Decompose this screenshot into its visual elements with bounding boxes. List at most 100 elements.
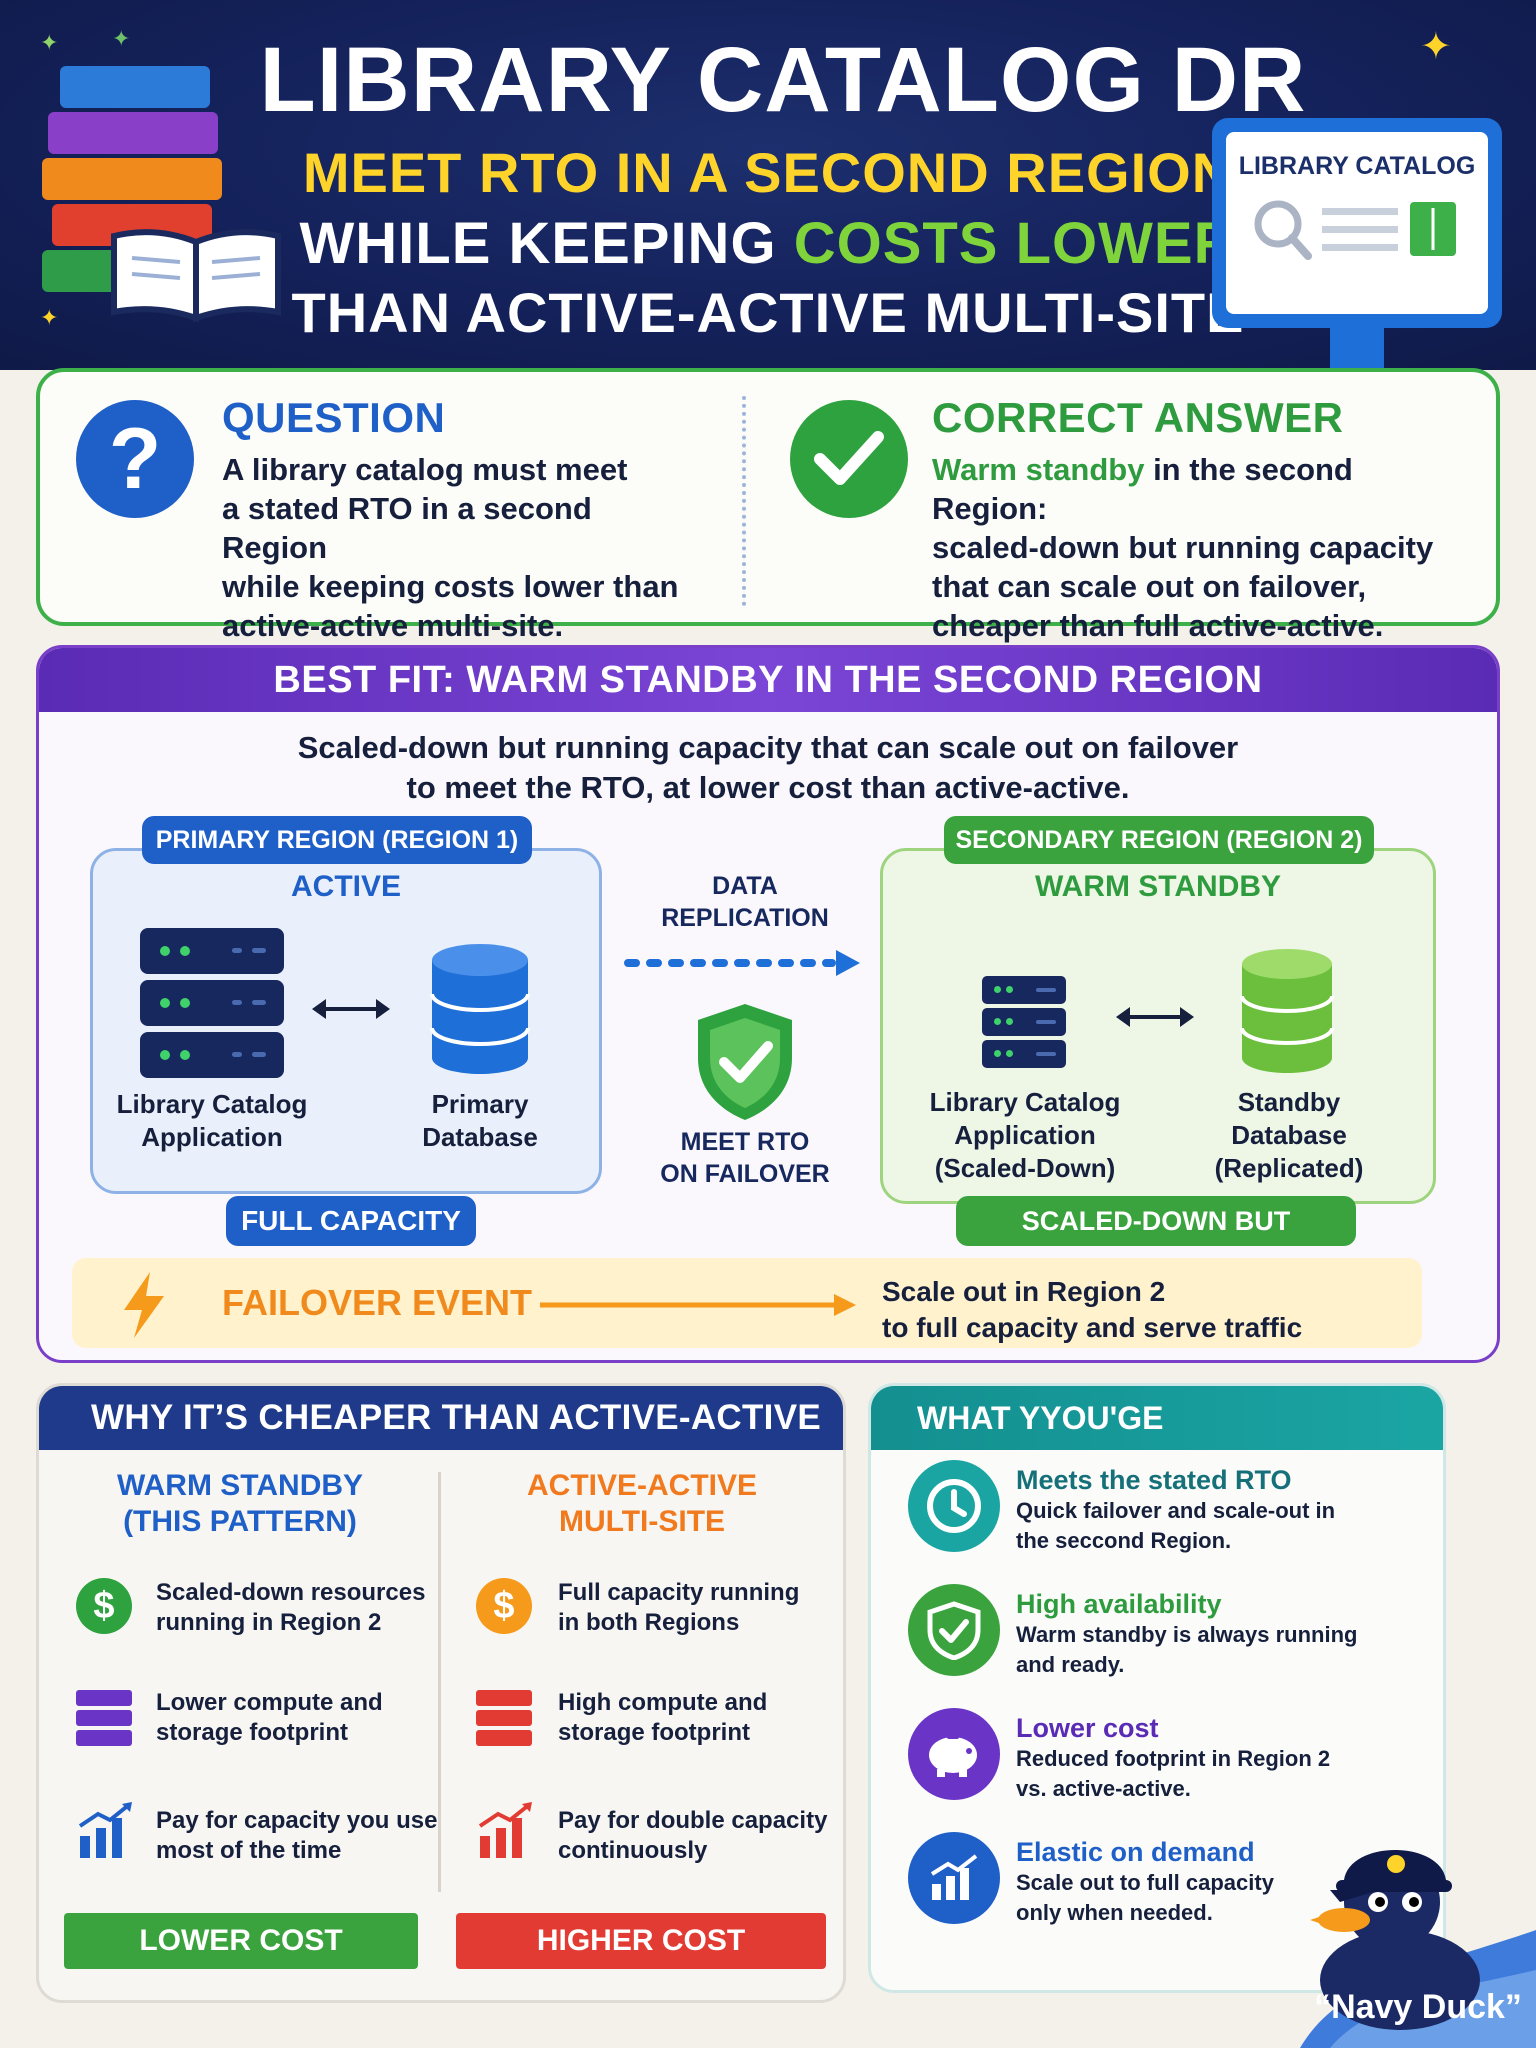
benefit-title: Elastic on demand	[1016, 1837, 1255, 1867]
sparkle-icon: ✦	[40, 30, 59, 55]
replication-line: REPLICATION	[661, 904, 829, 932]
active-item-line: Full capacity running	[558, 1579, 800, 1606]
standby-db-label-line: Database	[1231, 1120, 1347, 1150]
column-divider	[438, 1472, 441, 1892]
database-icon	[430, 944, 530, 1074]
warm-item: Pay for capacity you use most of the tim…	[156, 1806, 437, 1866]
server-icon	[76, 1690, 132, 1746]
replication-line: DATA	[712, 872, 778, 900]
db-label: Primary Database	[390, 1088, 570, 1154]
active-item: Full capacity running in both Regions	[558, 1578, 799, 1638]
sparkle-icon: ✦	[40, 305, 59, 330]
piggy-bank-icon	[908, 1708, 1000, 1800]
question-icon: ?	[76, 400, 194, 518]
book-stack-icon	[42, 66, 281, 323]
active-item-line: continuously	[558, 1837, 708, 1864]
scaled-app-label: Library Catalog Application (Scaled-Down…	[920, 1086, 1130, 1185]
app-label-line: Application	[141, 1122, 283, 1152]
scaled-app-label-line: Application	[954, 1120, 1096, 1150]
benefit-text: and ready.	[1016, 1652, 1125, 1677]
failover-result-line: to full capacity and serve traffic	[882, 1312, 1303, 1343]
shield-check-icon	[698, 1004, 792, 1120]
answer-line: scaled-down but running capacity	[932, 530, 1434, 565]
failover-arrow-icon	[540, 1294, 856, 1316]
active-item-line: in both Regions	[558, 1609, 740, 1636]
lightning-icon	[124, 1272, 164, 1338]
cheaper-panel: WHY IT’S CHEAPER THAN ACTIVE-ACTIVE	[36, 1383, 846, 2003]
answer-line: that can scale out on failover,	[932, 569, 1367, 604]
benefit-item: High availability Warm standby is always…	[1016, 1588, 1357, 1680]
rto-label: MEET RTO ON FAILOVER	[640, 1126, 850, 1190]
active-column-heading: ACTIVE-ACTIVE MULTI-SITE	[472, 1468, 812, 1540]
best-fit-line: Scaled-down but running capacity that ca…	[297, 730, 1239, 765]
page-subtitle: MEET RTO IN A SECOND REGION	[302, 141, 1234, 204]
best-fit-line: to meet the RTO, at lower cost than acti…	[406, 770, 1130, 805]
bidirectional-arrow-icon	[312, 999, 390, 1019]
scaled-app-label-line: Library Catalog	[929, 1087, 1121, 1117]
benefit-title: Meets the stated RTO	[1016, 1465, 1292, 1495]
warm-item-line: Pay for capacity you use	[156, 1807, 438, 1834]
secondary-region-box	[880, 848, 1436, 1204]
benefit-text: Reduced footprint in Region 2	[1016, 1746, 1331, 1771]
active-column-title: ACTIVE-ACTIVE	[526, 1469, 757, 1502]
full-capacity-badge: FULL CAPACITY	[226, 1196, 476, 1246]
active-item-line: High compute and	[558, 1689, 768, 1716]
question-line: while keeping costs lower than	[222, 569, 679, 604]
answer-line-rest: in the second Region:	[932, 452, 1353, 526]
benefit-item: Elastic on demand Scale out to full capa…	[1016, 1836, 1274, 1928]
benefits-heading: WHAT YYOU'GE	[871, 1386, 1443, 1450]
replication-arrow-icon	[624, 950, 860, 976]
benefit-title: Lower cost	[1016, 1713, 1159, 1743]
active-item: Pay for double capacity continuously	[558, 1806, 827, 1866]
active-column-title: MULTI-SITE	[558, 1505, 726, 1538]
warm-column-title: WARM STANDBY	[116, 1469, 364, 1502]
warm-item-line: Scaled-down resources	[156, 1579, 426, 1606]
sparkle-icon: ✦	[112, 26, 131, 51]
scaled-server-icon	[982, 976, 1066, 1070]
title-line-4: THAN ACTIVE-ACTIVE MULTI-SITE	[291, 281, 1245, 344]
warm-item: Lower compute and storage footprint	[156, 1688, 383, 1748]
standby-database-icon	[1240, 949, 1334, 1073]
primary-state: ACTIVE	[290, 870, 401, 903]
question-line: A library catalog must meet	[222, 452, 628, 487]
benefit-item: Lower cost Reduced footprint in Region 2…	[1016, 1712, 1330, 1804]
failover-result-line: Scale out in Region 2	[882, 1276, 1166, 1307]
warm-item-line: most of the time	[156, 1837, 342, 1864]
title-line-3: WHILE KEEPING COSTS LOWER	[0, 210, 1536, 277]
answer-text: Warm standby in the second Region: scale…	[932, 450, 1472, 645]
title-line-3-highlight: COSTS LOWER	[793, 211, 1237, 276]
search-icon	[1254, 200, 1456, 260]
app-server-icon	[140, 928, 284, 1078]
warm-item: Scaled-down resources running in Region …	[156, 1578, 425, 1638]
best-fit-heading: BEST FIT: WARM STANDBY IN THE SECOND REG…	[39, 648, 1497, 712]
benefit-text: only when needed.	[1016, 1900, 1213, 1925]
checkmark-icon	[790, 400, 908, 518]
divider	[742, 396, 746, 606]
monitor-stand	[1330, 328, 1384, 368]
benefit-text: vs. active-active.	[1016, 1776, 1191, 1801]
header-banner: ✦ ✦ ✦ ✦ ✦ LIBRARY CATALOG DR MEET RTO IN…	[0, 0, 1536, 370]
standby-db-label: Standby Database (Replicated)	[1196, 1086, 1382, 1185]
scaled-down-badge: SCALED-DOWN BUT RUNNING	[956, 1196, 1356, 1286]
active-item: High compute and storage footprint	[558, 1688, 767, 1748]
scaled-app-label-line: (Scaled-Down)	[934, 1153, 1116, 1183]
cheaper-heading: WHY IT’S CHEAPER THAN ACTIVE-ACTIVE	[39, 1386, 843, 1450]
bidirectional-arrow-icon	[1116, 1007, 1194, 1027]
answer-highlight: Warm standby	[932, 452, 1145, 487]
warm-item-line: storage footprint	[156, 1719, 348, 1746]
benefit-text: Scale out to full capacity	[1016, 1870, 1274, 1895]
growth-chart-icon	[908, 1832, 1000, 1924]
active-item-line: storage footprint	[558, 1719, 750, 1746]
server-icon	[476, 1690, 532, 1746]
warm-column-title: (THIS PATTERN)	[123, 1505, 357, 1538]
question-answer-card	[36, 368, 1500, 626]
benefit-text: the seccond Region.	[1016, 1528, 1232, 1553]
question-heading: QUESTION	[222, 394, 446, 441]
app-label-line: Library Catalog	[116, 1089, 308, 1119]
question-line: active-active multi-site.	[222, 608, 564, 643]
warm-column-heading: WARM STANDBY (THIS PATTERN)	[70, 1468, 410, 1540]
clock-icon	[908, 1460, 1000, 1552]
replication-label: DATA REPLICATION	[640, 870, 850, 934]
benefit-item: Meets the stated RTO Quick failover and …	[1016, 1464, 1335, 1556]
growth-chart-icon	[78, 1802, 132, 1858]
